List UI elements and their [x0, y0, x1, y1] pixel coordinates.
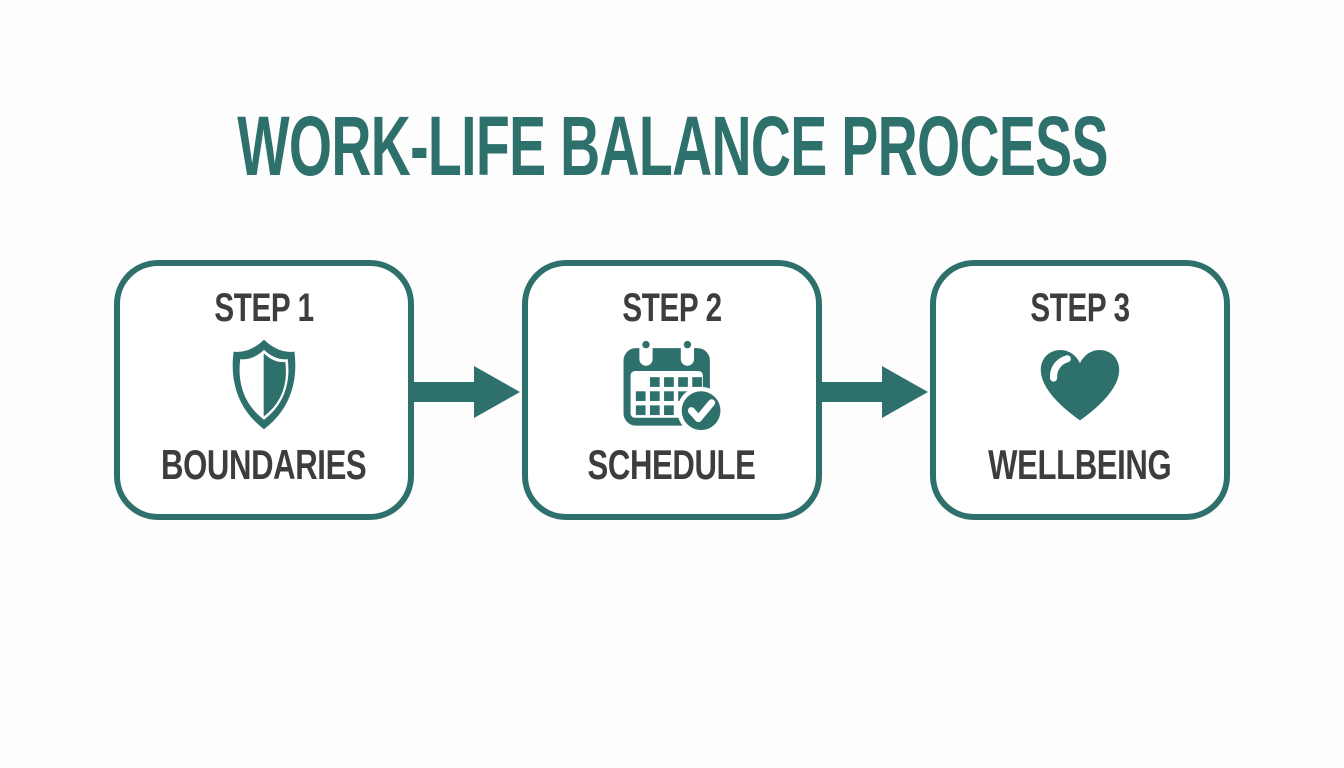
process-flow: STEP 1 BOUNDARIES [0, 260, 1344, 520]
step-name-text: WELLBEING [988, 441, 1172, 488]
step-label: STEP 3 [1013, 288, 1147, 328]
shield-icon [223, 328, 305, 444]
step-name: BOUNDARIES [125, 444, 402, 486]
step-label-text: STEP 1 [214, 286, 314, 330]
title-row: WORK-LIFE BALANCE PROCESS [0, 0, 1344, 188]
step-name: SCHEDULE [558, 444, 785, 486]
step-card-wellbeing: STEP 3 WELLBEING [930, 260, 1230, 520]
step-card-schedule: STEP 2 [522, 260, 822, 520]
step-name-text: SCHEDULE [587, 441, 757, 488]
arrow-right-icon [414, 360, 522, 424]
heart-icon [1036, 328, 1124, 444]
step-label-text: STEP 3 [1030, 286, 1130, 330]
step-label: STEP 1 [197, 288, 331, 328]
step-card-boundaries: STEP 1 BOUNDARIES [114, 260, 414, 520]
arrow-right-icon [822, 360, 930, 424]
calendar-check-icon [616, 328, 728, 444]
step-label: STEP 2 [605, 288, 739, 328]
step-label-text: STEP 2 [622, 286, 722, 330]
step-name: WELLBEING [956, 444, 1203, 486]
step-name-text: BOUNDARIES [161, 441, 367, 488]
page-title: WORK-LIFE BALANCE PROCESS [236, 99, 1108, 193]
